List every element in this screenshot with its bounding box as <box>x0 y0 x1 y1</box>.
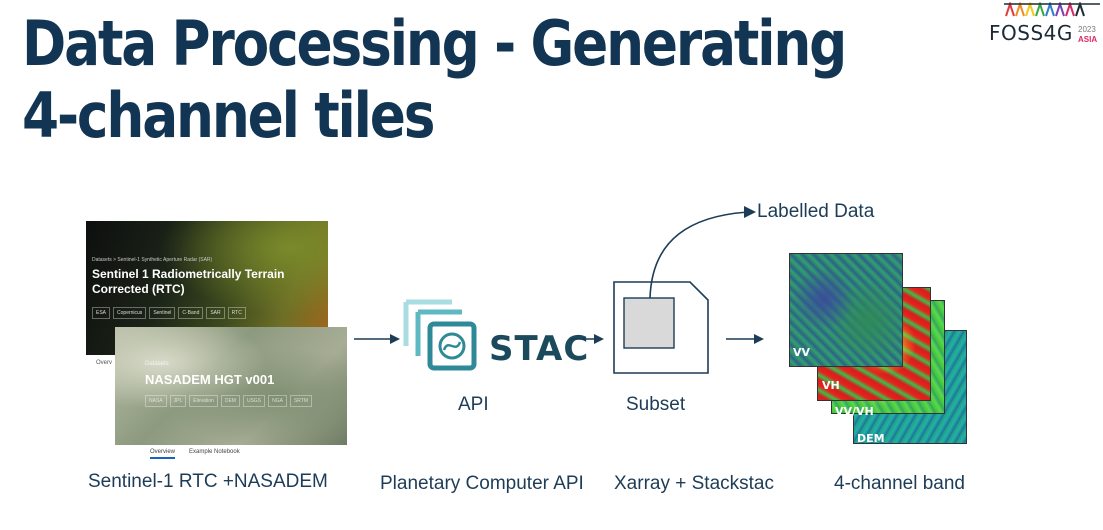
sentinel-tag: C-Band <box>178 307 204 319</box>
nasadem-tag: Elevation <box>189 395 218 407</box>
nasadem-tag: NASA <box>145 395 167 407</box>
logo-wordmark: FOSS4G <box>989 21 1073 45</box>
foss4g-logo: FOSS4G 2023 ASIA <box>986 2 1103 50</box>
sentinel-title: Sentinel 1 Radiometrically Terrain Corre… <box>92 267 285 296</box>
logo-arches-icon <box>1004 2 1100 17</box>
caption-api: Planetary Computer API <box>380 473 584 494</box>
caption-band: 4-channel band <box>834 473 965 494</box>
subset-document-icon <box>613 206 756 374</box>
band-label-vv: VV <box>793 346 811 359</box>
arrow-right-icon <box>354 334 400 344</box>
sentinel-tab-overview: Overv <box>96 360 113 366</box>
nasadem-tab-overview: Overview <box>150 449 176 459</box>
band-tile-vv <box>789 253 903 367</box>
slide-title-line-1: Data Processing - Generating <box>22 7 847 80</box>
slide-title: Data Processing - Generating 4-channel t… <box>22 7 847 152</box>
band-label-vv-vh: VV/VH <box>835 405 874 418</box>
sentinel-breadcrumb: Datasets > Sentinel-1 Synthetic Aperture… <box>92 257 213 263</box>
api-label: API <box>458 394 489 415</box>
stac-wordmark: STAC <box>489 329 590 369</box>
nasadem-tags: NASA JPL Elevation DEM USGS NGA SRTM <box>145 395 313 407</box>
sentinel-tag: ESA <box>92 307 111 319</box>
nasadem-tabs: Overview Example Notebook <box>115 449 240 459</box>
nasadem-tag: JPL <box>169 395 187 407</box>
sentinel-tag: Copernicus <box>113 307 147 319</box>
arrow-right-icon <box>570 334 604 344</box>
nasadem-tag: DEM <box>220 395 240 407</box>
subset-label: Subset <box>626 394 686 415</box>
caption-xarray: Xarray + Stackstac <box>614 473 774 494</box>
sentinel-tag: Sentinel <box>149 307 176 319</box>
labelled-data-label: Labelled Data <box>757 201 875 222</box>
sentinel-tag: SAR <box>206 307 225 319</box>
sentinel-tag: RTC <box>227 307 246 319</box>
band-label-dem: DEM <box>857 432 885 445</box>
sentinel-tags: ESA Copernicus Sentinel C-Band SAR RTC <box>92 307 246 319</box>
logo-subtitle: ASIA <box>1078 35 1098 44</box>
nasadem-dataset-card: Datasets NASADEM HGT v001 NASA JPL Eleva… <box>115 327 347 445</box>
nasadem-breadcrumb: Datasets <box>145 361 169 367</box>
nasadem-tag: SRTM <box>289 395 313 407</box>
slide-title-line-2: 4-channel tiles <box>22 79 436 152</box>
stac-logo-icon <box>403 299 477 371</box>
logo-year: 2023 <box>1078 25 1096 34</box>
arrow-right-icon <box>726 334 764 344</box>
nasadem-tag: USGS <box>242 395 266 407</box>
nasadem-tag: NGA <box>268 395 287 407</box>
nasadem-title: NASADEM HGT v001 <box>145 372 275 387</box>
nasadem-tab-notebook: Example Notebook <box>189 449 240 455</box>
caption-sources: Sentinel-1 RTC +NASADEM <box>88 471 328 492</box>
band-label-vh: VH <box>822 379 840 392</box>
